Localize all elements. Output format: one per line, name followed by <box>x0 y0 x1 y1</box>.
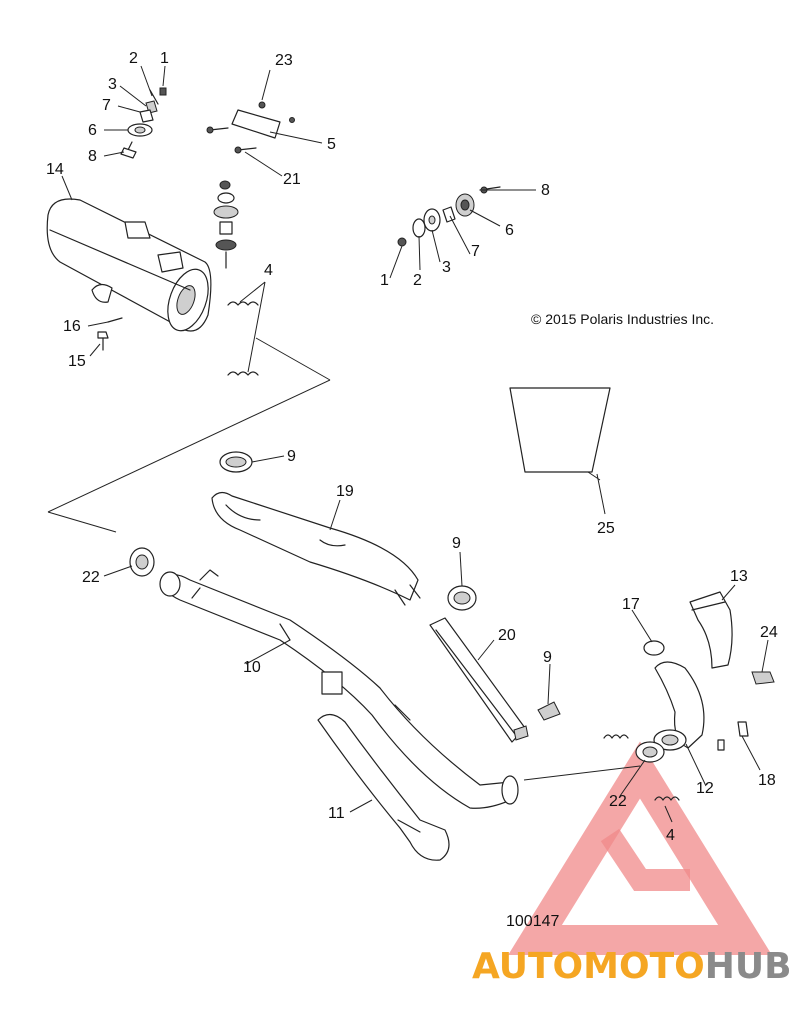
callout-12: 12 <box>696 780 714 797</box>
callout-22-b: 22 <box>609 793 627 810</box>
exhaust-pipe-13 <box>689 591 733 669</box>
exhaust-pipe-11 <box>317 713 450 861</box>
bracket-5 <box>206 101 295 154</box>
callout-2-right: 2 <box>413 272 422 289</box>
callout-25: 25 <box>597 520 615 537</box>
callout-7: 7 <box>102 97 111 114</box>
springs-4-upper <box>227 301 259 376</box>
callout-16: 16 <box>63 318 81 335</box>
callout-14: 14 <box>46 161 64 178</box>
exhaust-pipe-12 <box>653 661 705 751</box>
watermark-word-orange: AUTOMOTO <box>472 946 705 987</box>
grommet-stack-center <box>213 180 239 269</box>
callout-23: 23 <box>275 52 293 69</box>
clamp-9-b <box>447 585 477 611</box>
callout-6-right: 6 <box>505 222 514 239</box>
leader-lines <box>47 65 769 823</box>
callout-9-a: 9 <box>287 448 296 465</box>
heat-shield-19 <box>211 491 421 606</box>
hardware-stack-right <box>397 186 501 247</box>
callout-7-right: 7 <box>471 243 480 260</box>
exhaust-pipe-10 <box>159 569 519 809</box>
callout-1: 1 <box>160 50 169 67</box>
gasket-22-b <box>635 741 665 763</box>
callout-19: 19 <box>336 483 354 500</box>
callout-4-upper: 4 <box>264 262 273 279</box>
muffler-14 <box>46 198 212 332</box>
callout-8-right: 8 <box>541 182 550 199</box>
heat-shield-25 <box>509 387 611 473</box>
watermark-logo <box>508 741 772 955</box>
clamp-9-c <box>537 701 561 721</box>
heat-shield-20 <box>429 617 529 743</box>
plug-24 <box>751 671 775 685</box>
callout-4-lower: 4 <box>666 827 675 844</box>
callout-17: 17 <box>622 596 640 613</box>
gasket-22-a <box>129 547 155 577</box>
watermark-wordmark: AUTOMOTOHUB <box>472 946 792 987</box>
callout-18: 18 <box>758 772 776 789</box>
callout-2: 2 <box>129 50 138 67</box>
callout-9-c: 9 <box>543 649 552 666</box>
callout-3: 3 <box>108 76 117 93</box>
watermark-word-gray: HUB <box>705 946 792 987</box>
callout-8: 8 <box>88 148 97 165</box>
callout-5: 5 <box>327 136 336 153</box>
callout-15: 15 <box>68 353 86 370</box>
callout-20: 20 <box>498 627 516 644</box>
springs-4-lower <box>603 734 680 801</box>
hardware-15-16 <box>97 317 123 351</box>
bolts-18 <box>717 721 749 751</box>
callout-6: 6 <box>88 122 97 139</box>
callout-21: 21 <box>283 171 301 188</box>
callout-24: 24 <box>760 624 778 641</box>
callout-labels: 1 2 3 7 6 8 14 23 5 21 4 16 15 8 6 7 3 2… <box>46 50 778 844</box>
callout-10: 10 <box>243 659 261 676</box>
callout-9-b: 9 <box>452 535 461 552</box>
callout-3-right: 3 <box>442 259 451 276</box>
clamp-9-a <box>219 451 253 473</box>
callout-1-right: 1 <box>380 272 389 289</box>
callout-13: 13 <box>730 568 748 585</box>
copyright-notice: © 2015 Polaris Industries Inc. <box>531 311 714 327</box>
callout-22-a: 22 <box>82 569 100 586</box>
hardware-stack-left <box>120 87 167 159</box>
callout-11: 11 <box>328 805 345 822</box>
figure-id: 100147 <box>506 913 559 930</box>
gasket-17 <box>643 640 665 656</box>
